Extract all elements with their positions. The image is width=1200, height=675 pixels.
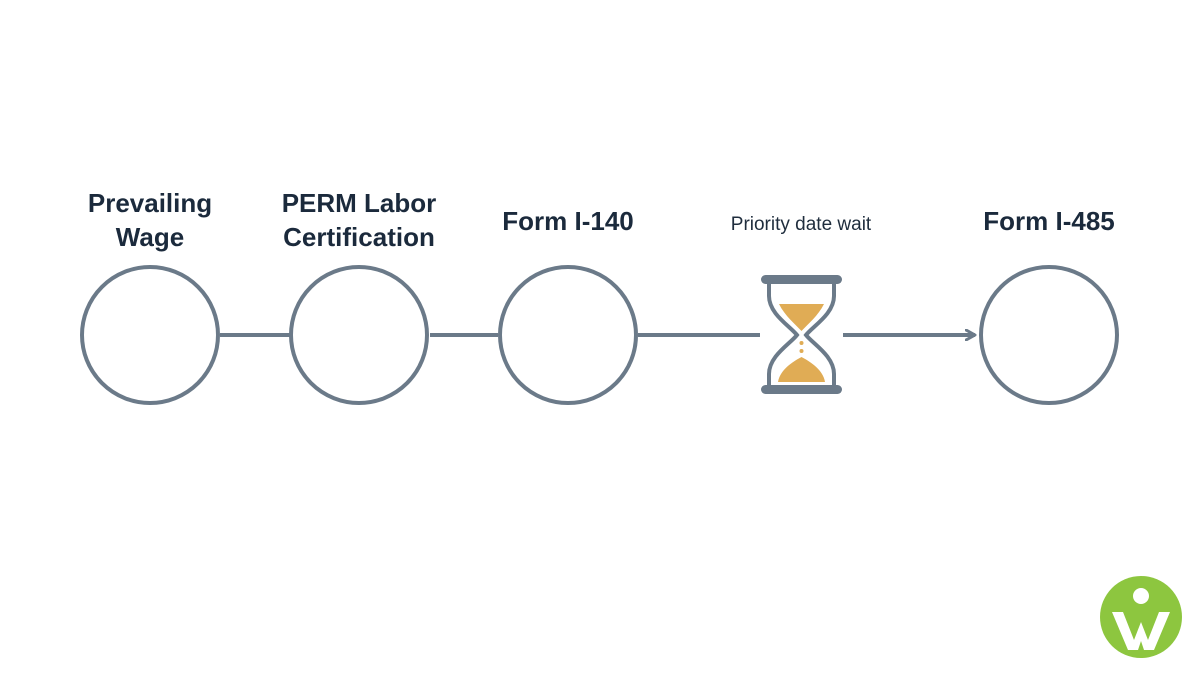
step-label-perm-labor-certification: PERM Labor Certification xyxy=(281,188,437,252)
step-circle-form-i-485 xyxy=(979,265,1119,405)
step-label-form-i-485: Form I-485 xyxy=(983,206,1115,236)
step-circle-form-i-140 xyxy=(498,265,638,405)
step-circle-prevailing-wage xyxy=(80,265,220,405)
priority-date-wait-label: Priority date wait xyxy=(730,214,872,235)
step-label-form-i-140: Form I-140 xyxy=(502,206,634,236)
step-circle-perm-labor-certification xyxy=(289,265,429,405)
brand-logo-icon xyxy=(1100,576,1182,658)
hourglass-icon xyxy=(761,275,842,394)
step-label-prevailing-wage: Prevailing Wage xyxy=(87,188,213,252)
